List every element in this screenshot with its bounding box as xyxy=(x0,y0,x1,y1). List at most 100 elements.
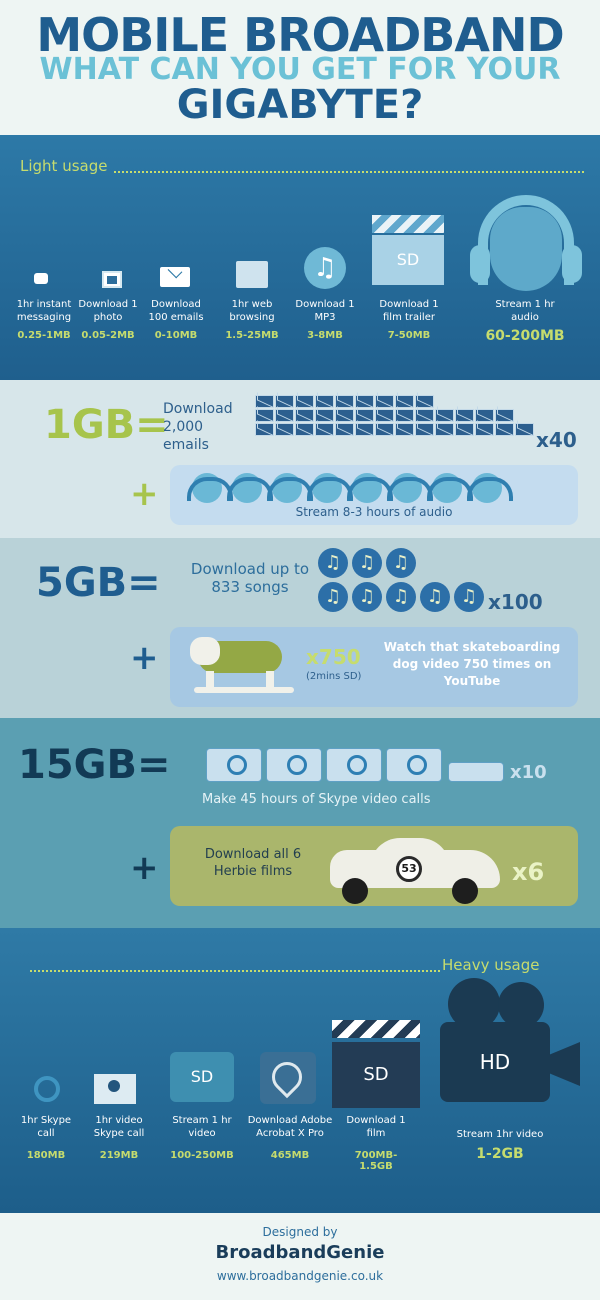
emails-multiplier: x40 xyxy=(536,428,577,452)
light-item-size: 60-200MB xyxy=(485,328,565,344)
hd-camera-icon: HD xyxy=(440,978,580,1108)
clapperboard-badge: SD xyxy=(372,235,444,285)
music-note-icon: ♫ xyxy=(352,548,382,578)
light-usage-label: Light usage xyxy=(20,157,108,175)
clapperboard-icon: SD xyxy=(372,215,444,287)
dog-text: Watch that skateboarding dog video 750 t… xyxy=(383,640,561,688)
video-call-icon xyxy=(206,748,262,782)
music-note-icon: ♫ xyxy=(352,582,382,612)
browser-icon xyxy=(236,261,268,288)
envelope-icon xyxy=(160,263,190,287)
music-note-icon: ♫ xyxy=(318,548,348,578)
video-call-icon xyxy=(94,1074,136,1104)
photo-icon xyxy=(102,271,122,288)
video-camera-badge: SD xyxy=(190,1067,214,1086)
heavy-item-label: Stream 1hr video xyxy=(456,1129,544,1140)
gb-amount: 5GB= xyxy=(36,560,161,606)
heavy-item-label: 1hr Skype call xyxy=(20,1115,72,1139)
dog-note: (2mins SD) xyxy=(306,671,362,682)
designed-by: Designed by xyxy=(262,1225,338,1239)
music-note-icon: ♫ xyxy=(454,582,484,612)
headphones-icon xyxy=(227,473,273,503)
heavy-usage-label: Heavy usage xyxy=(442,956,540,974)
music-note-icon: ♫ xyxy=(304,247,346,289)
audio-panel: Stream 8-3 hours of audio xyxy=(170,465,578,525)
light-item-label: Stream 1 hr audio xyxy=(495,299,555,323)
light-item-size: 0-10MB xyxy=(154,330,198,341)
hd-badge: HD xyxy=(440,1022,550,1102)
headset-icon xyxy=(34,1076,60,1102)
light-item-size: 7-50MB xyxy=(387,330,431,341)
dotted-divider xyxy=(114,171,584,173)
light-item-label: Download 1 MP3 xyxy=(295,299,355,323)
headphones-icon xyxy=(267,473,313,503)
songs-text: Download up to 833 songs xyxy=(190,560,310,596)
headphones-icon xyxy=(387,473,433,503)
video-camera-icon: SD xyxy=(170,1052,234,1102)
plus-sign: + xyxy=(130,848,159,888)
title-line-3: GIGABYTE? xyxy=(176,82,424,128)
dog-multiplier: x750 xyxy=(306,645,361,669)
heavy-item-size: 219MB xyxy=(99,1150,139,1161)
video-call-icon-partial xyxy=(448,762,504,782)
heavy-item-size: 700MB-1.5GB xyxy=(354,1150,398,1172)
heavy-item-size: 465MB xyxy=(270,1150,310,1161)
dotted-divider xyxy=(30,970,440,972)
headphones-icon xyxy=(307,473,353,503)
gb-amount: 1GB= xyxy=(44,402,169,448)
herbie-text: Download all 6 Herbie films xyxy=(204,847,302,879)
heavy-item-size: 180MB xyxy=(26,1150,66,1161)
headphones-icon xyxy=(467,473,513,503)
music-note-icon: ♫ xyxy=(386,548,416,578)
15gb-section: 15GB= x10 Make 45 hours of Skype video c… xyxy=(0,718,600,928)
music-note-icon: ♫ xyxy=(386,582,416,612)
heavy-item-size: 1-2GB xyxy=(476,1146,524,1162)
songs-multiplier: x100 xyxy=(488,590,543,614)
light-item-size: 0.05-2MB xyxy=(81,330,135,341)
heavy-item-label: 1hr video Skype call xyxy=(93,1115,145,1139)
herbie-number: 53 xyxy=(396,856,422,882)
skype-multiplier: x10 xyxy=(510,762,547,783)
headphones-icon xyxy=(427,473,473,503)
5gb-section: 5GB= Download up to 833 songs ♫ ♫ ♫ ♫ ♫ … xyxy=(0,538,600,718)
heavy-item-label: Stream 1 hr video xyxy=(172,1115,232,1139)
video-call-icon xyxy=(386,748,442,782)
heavy-item-size: 100-250MB xyxy=(170,1150,234,1161)
clapperboard-icon: SD xyxy=(332,1020,420,1110)
gb-amount: 15GB= xyxy=(18,742,171,788)
herbie-multiplier: x6 xyxy=(512,858,545,886)
light-item-label: Download 1 photo xyxy=(78,299,138,323)
envelope-grid xyxy=(255,395,534,449)
light-item-label: 1hr instant messaging xyxy=(16,299,72,323)
light-item-size: 3-8MB xyxy=(307,330,343,341)
brand-name: BroadbandGenie xyxy=(215,1242,385,1263)
emails-text: Download 2,000 emails xyxy=(163,401,233,453)
video-call-icon xyxy=(326,748,382,782)
plus-sign: + xyxy=(130,638,159,678)
light-item-size: 1.5-25MB xyxy=(225,330,279,341)
film-badge: SD xyxy=(332,1042,420,1108)
light-item-size: 0.25-1MB xyxy=(17,330,71,341)
title-line-1: MOBILE BROADBAND xyxy=(36,8,564,62)
heavy-usage-section: Heavy usage SD SD HD 1hr Skype call 180M… xyxy=(0,928,600,1213)
title-line-2: WHAT CAN YOU GET FOR YOUR xyxy=(39,52,561,87)
headphones-icon xyxy=(470,195,582,295)
footer: Designed by BroadbandGenie www.broadband… xyxy=(0,1213,600,1300)
heavy-item-label: Download 1 film xyxy=(346,1115,406,1139)
light-item-label: Download 100 emails xyxy=(148,299,204,323)
1gb-section: 1GB= Download 2,000 emails x40 + Stream … xyxy=(0,380,600,538)
music-note-icon: ♫ xyxy=(420,582,450,612)
heavy-item-label: Download Adobe Acrobat X Pro xyxy=(247,1115,333,1139)
skateboarding-dog-icon xyxy=(186,635,304,699)
light-item-label: 1hr web browsing xyxy=(229,299,275,323)
headphones-icon xyxy=(187,473,233,503)
video-call-icon xyxy=(266,748,322,782)
brand-url[interactable]: www.broadbandgenie.co.uk xyxy=(216,1269,384,1283)
headphones-icon xyxy=(347,473,393,503)
skype-text: Make 45 hours of Skype video calls xyxy=(202,792,431,807)
acrobat-icon xyxy=(260,1052,316,1104)
music-note-icon: ♫ xyxy=(318,582,348,612)
light-usage-section: Light usage ♫ SD 1hr instant messaging 0… xyxy=(0,135,600,380)
light-item-label: Download 1 film trailer xyxy=(379,299,439,323)
herbie-car-icon: 53 xyxy=(320,830,500,904)
